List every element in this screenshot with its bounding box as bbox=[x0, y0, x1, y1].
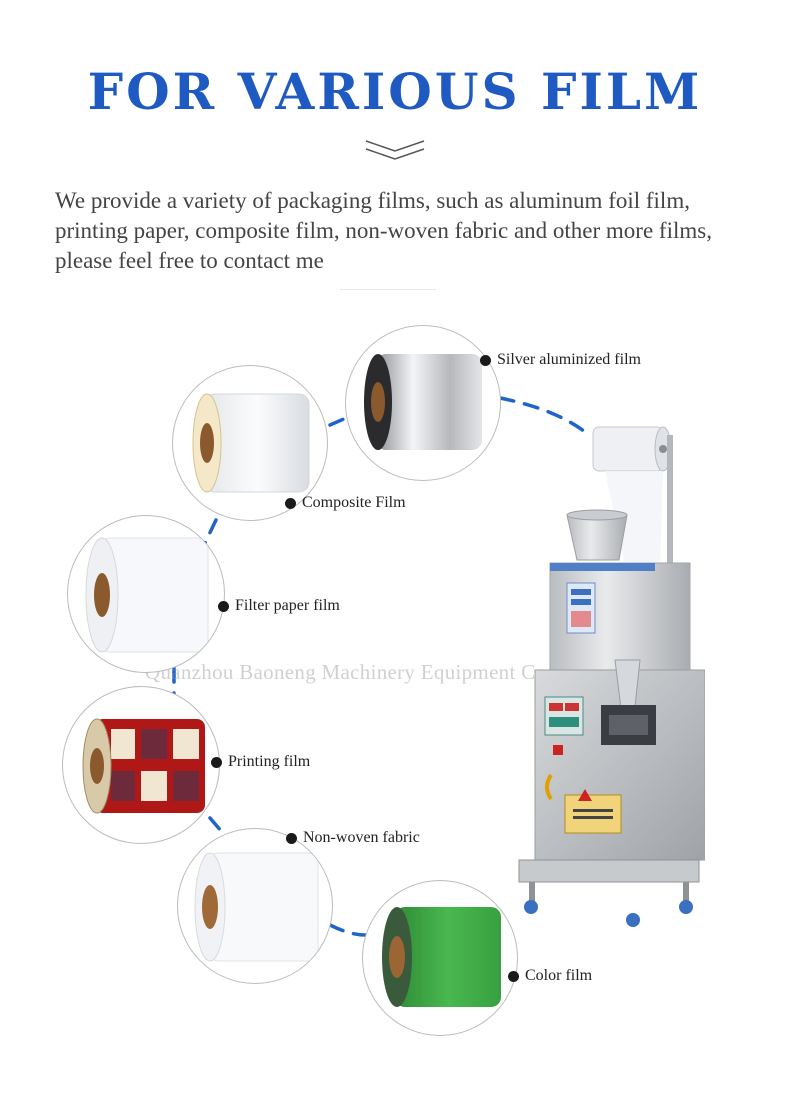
watermark-text: Quanzhou Baoneng Machinery Equipment Co.… bbox=[145, 660, 593, 684]
dot-icon bbox=[211, 756, 222, 768]
film-label-text: Composite Film bbox=[302, 494, 406, 511]
film-label-text: Printing film bbox=[228, 753, 311, 770]
intro-paragraph: We provide a variety of packaging films,… bbox=[55, 188, 712, 273]
non-woven-fabric-label: Non-woven fabric bbox=[286, 829, 420, 847]
double-chevron-down-icon bbox=[365, 140, 425, 160]
packaging-machine-image bbox=[518, 426, 705, 927]
silver-aluminized-film-image bbox=[345, 325, 501, 481]
dot-icon bbox=[480, 354, 491, 366]
printing-film-label: Printing film bbox=[211, 753, 310, 771]
film-label-text: Non-woven fabric bbox=[303, 829, 420, 846]
composite-film-label: Composite Film bbox=[285, 494, 406, 512]
non-woven-fabric-image bbox=[177, 828, 333, 984]
color-film-label: Color film bbox=[508, 967, 592, 985]
dot-icon bbox=[508, 970, 519, 982]
dot-icon bbox=[286, 832, 297, 844]
film-label-text: Filter paper film bbox=[235, 597, 340, 614]
color-film-image bbox=[362, 880, 518, 1036]
printing-film-image bbox=[62, 686, 220, 844]
filter-paper-film-label: Filter paper film bbox=[218, 597, 340, 615]
dot-icon bbox=[218, 600, 229, 612]
divider bbox=[340, 289, 436, 290]
silver-aluminized-film-label: Silver aluminized film bbox=[480, 351, 641, 369]
composite-film-image bbox=[172, 365, 328, 521]
film-label-text: Color film bbox=[525, 967, 593, 984]
film-label-text: Silver aluminized film bbox=[497, 351, 641, 368]
page-title: FOR VARIOUS FILM bbox=[87, 62, 703, 121]
dot-icon bbox=[285, 497, 296, 509]
filter-paper-film-image bbox=[67, 515, 225, 673]
